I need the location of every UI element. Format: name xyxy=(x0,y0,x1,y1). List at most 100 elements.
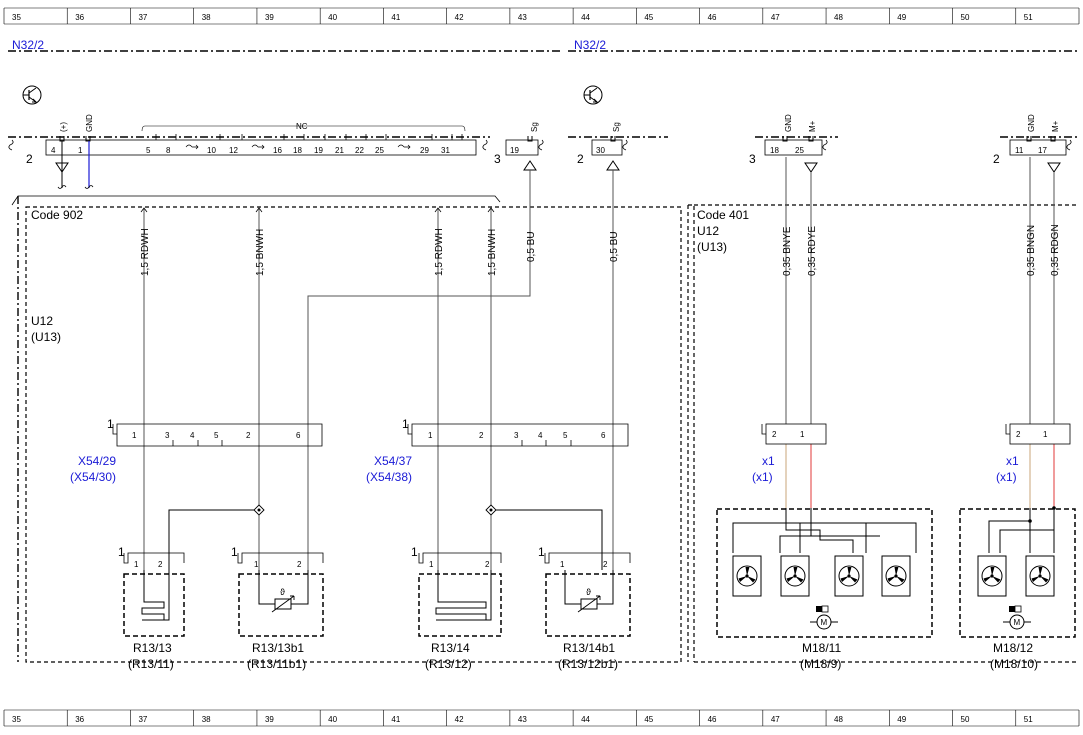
wire-label: 0,35 BNGN xyxy=(1026,225,1037,276)
svg-text:M: M xyxy=(821,618,828,627)
connector-end-left: 3 xyxy=(749,152,756,166)
theta-symbol: ϑ xyxy=(280,587,285,597)
wire-label: 1,5 RDWH xyxy=(140,228,151,276)
fan-icon xyxy=(732,555,762,597)
theta-symbol: ϑ xyxy=(586,587,591,597)
pin-label: 11 xyxy=(1015,146,1024,155)
connector-label: X54/29 xyxy=(78,454,116,468)
component-alt: (R13/12b1) xyxy=(558,657,618,671)
heater-element-r13-13: 1 1 2 R13/13 (R13/11) xyxy=(118,545,185,671)
pin-label: 25 xyxy=(375,146,384,155)
connector-label: x1 xyxy=(762,454,775,468)
pin-label: 2 xyxy=(246,431,251,440)
pin-gnd-label: GND xyxy=(1027,114,1036,132)
code-902-region: Code 902 U12 (U13) xyxy=(11,195,682,663)
svg-text:2: 2 xyxy=(297,560,302,569)
grid-column-label: 51 xyxy=(1024,715,1033,724)
wire-group-902 xyxy=(143,170,614,570)
transistor-icon xyxy=(22,85,42,105)
connector-e: 2 11 17 GND M+ xyxy=(993,114,1079,173)
fan-icon xyxy=(881,555,911,597)
grid-column-label: 41 xyxy=(391,13,400,22)
svg-text:1: 1 xyxy=(231,545,238,559)
pin-label: 1 xyxy=(132,431,137,440)
component-alt: (M18/9) xyxy=(800,657,841,671)
grid-column-label: 37 xyxy=(138,715,147,724)
transistor-icon xyxy=(583,85,603,105)
pin-signal-label: Sg xyxy=(612,122,621,132)
pin-label: 16 xyxy=(273,146,282,155)
connector-c: 2 30 Sg xyxy=(568,122,668,171)
component-alt: (R13/11) xyxy=(128,657,174,671)
grid-column-label: 42 xyxy=(455,13,464,22)
wire-label: 1,5 BNWH xyxy=(487,229,498,276)
region-variant-alt: (U13) xyxy=(697,240,727,254)
pin-label: 3 xyxy=(165,431,170,440)
region-title: Code 902 xyxy=(31,208,83,222)
grid-column-label: 46 xyxy=(708,13,717,22)
connector-number: 1 xyxy=(107,417,114,431)
svg-text:2: 2 xyxy=(772,430,777,439)
connector-end-right: 3 xyxy=(494,152,501,166)
component-alt: (R13/11b1) xyxy=(247,657,306,671)
pin-label: 8 xyxy=(166,146,171,155)
wire-label: 0,5 BU xyxy=(609,231,620,262)
grid-column-label: 37 xyxy=(138,13,147,22)
grid-column-label: 46 xyxy=(708,715,717,724)
svg-text:1: 1 xyxy=(800,430,805,439)
connector-label-alt: (X54/30) xyxy=(70,470,116,484)
pin-label: 17 xyxy=(1038,146,1047,155)
pin-label: 18 xyxy=(770,146,779,155)
connector-end-left: 2 xyxy=(26,152,33,166)
grid-column-label: 35 xyxy=(12,715,21,724)
temp-sensor-r13-14b1: 1 1 2 ϑ R13/14b1 (R13/12b1) xyxy=(538,545,631,671)
pin-mplus-label: M+ xyxy=(808,120,817,132)
pin-label: 18 xyxy=(293,146,302,155)
pin-label: 4 xyxy=(190,431,195,440)
grid-column-label: 44 xyxy=(581,715,590,724)
component-alt: (M18/10) xyxy=(990,657,1038,671)
grid-column-label: 36 xyxy=(75,13,84,22)
wire-label: 0,35 RDYE xyxy=(807,226,818,276)
grid-column-label: 40 xyxy=(328,715,337,724)
grid-column-label: 50 xyxy=(961,13,970,22)
pin-label: 19 xyxy=(510,146,519,155)
grid-column-label: 40 xyxy=(328,13,337,22)
grid-column-label: 47 xyxy=(771,13,780,22)
region-variant: U12 xyxy=(31,314,53,328)
connector-end-left: 2 xyxy=(577,152,584,166)
connector-x1-a: 2 1 x1 (x1) xyxy=(752,423,827,484)
wire-label: 1,5 RDWH xyxy=(434,228,445,276)
module-label-left: N32/2 xyxy=(12,38,44,52)
connector-d: 3 18 25 GND M+ xyxy=(749,114,838,173)
connector-x1-b: 2 1 x1 (x1) xyxy=(996,423,1071,484)
svg-text:1: 1 xyxy=(538,545,545,559)
code-401-region: Code 401 U12 (U13) xyxy=(687,204,1079,663)
pin-label: 30 xyxy=(596,146,605,155)
connector-end-left: 2 xyxy=(993,152,1000,166)
connector-label-alt: (X54/38) xyxy=(366,470,412,484)
splice-icon xyxy=(485,504,497,516)
pin-gnd-label: GND xyxy=(85,114,94,132)
pin-label: 1 xyxy=(428,431,433,440)
wire-label: 0,35 RDGN xyxy=(1050,224,1061,276)
temp-sensor-r13-13b1: 1 1 2 ϑ R13/13b1 (R13/11b1) xyxy=(231,545,324,671)
connector-x54-37: 1 1 2 3 4 5 6 X54/37 (X54/38) xyxy=(366,417,629,484)
fan-icon xyxy=(1025,555,1055,597)
svg-text:1: 1 xyxy=(254,560,259,569)
nc-label: NC xyxy=(296,122,308,131)
grid-column-label: 43 xyxy=(518,13,527,22)
grid-column-label: 43 xyxy=(518,715,527,724)
pin-label: 6 xyxy=(296,431,301,440)
svg-text:1: 1 xyxy=(118,545,125,559)
svg-text:2: 2 xyxy=(1016,430,1021,439)
grid-column-label: 41 xyxy=(391,715,400,724)
module-label-right: N32/2 xyxy=(574,38,606,52)
grid-column-label: 47 xyxy=(771,715,780,724)
component-name: M18/11 xyxy=(802,641,841,655)
grid-column-label: 49 xyxy=(897,13,906,22)
fan-motor-m18-11: M M18/11 (M18/9) xyxy=(716,508,933,671)
svg-text:2: 2 xyxy=(603,560,608,569)
grid-column-label: 38 xyxy=(202,715,211,724)
